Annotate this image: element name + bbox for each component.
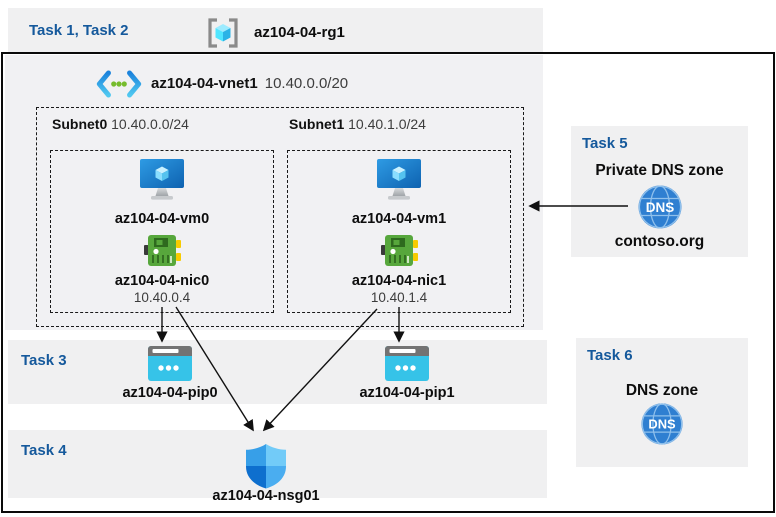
subnet1-box: az104-04-vm1 az104-04-nic1 10.40.1.4	[287, 150, 511, 313]
vm0-name: az104-04-vm0	[114, 211, 210, 227]
subnet0-name: Subnet0	[52, 116, 108, 132]
pip0-name: az104-04-pip0	[122, 385, 218, 401]
task6-label: Task 6	[587, 347, 633, 364]
vnet-title: az104-04-vnet1 10.40.0.0/20	[151, 75, 348, 93]
virtual-network-region	[5, 55, 543, 330]
resource-group-icon	[208, 18, 238, 48]
task5-private-dns-box: Task 5 Private DNS zone DNS contoso.org	[571, 126, 748, 257]
shield-icon	[246, 444, 286, 489]
private-dns-zone-name: contoso.org	[614, 233, 705, 250]
dns-icon-text: DNS	[648, 417, 676, 432]
subnet1-label: Subnet1 10.40.1.0/24	[289, 116, 426, 132]
nic0-name: az104-04-nic0	[114, 273, 210, 289]
resource-group-band: Task 1, Task 2 az104-04-rg1	[8, 8, 543, 52]
nic1-ip: 10.40.1.4	[370, 290, 428, 305]
dns-icon-text: DNS	[645, 200, 674, 215]
virtual-network-icon	[96, 70, 142, 98]
vm1-name: az104-04-vm1	[351, 211, 447, 227]
dns-zone-title: DNS zone	[625, 382, 699, 399]
vnet-name: az104-04-vnet1	[151, 75, 258, 92]
nic1-name: az104-04-nic1	[351, 273, 447, 289]
resource-group-name: az104-04-rg1	[254, 24, 345, 41]
task-1-2-label: Task 1, Task 2	[29, 22, 129, 39]
public-ip-icon	[385, 346, 429, 381]
task6-dns-zone-box: Task 6 DNS zone DNS	[576, 338, 748, 467]
virtual-network-header: az104-04-vnet1 10.40.0.0/20	[96, 70, 348, 98]
dns-globe-icon: DNS	[641, 403, 683, 445]
private-dns-zone-title: Private DNS zone	[595, 162, 724, 179]
network-interface-icon	[380, 235, 418, 266]
pip1-name: az104-04-pip1	[359, 385, 455, 401]
task3-public-ip-band: Task 3 az104-04-pip0 az104-04-pip1	[8, 340, 547, 404]
subnet1-name: Subnet1	[289, 116, 345, 132]
subnet0-cidr: 10.40.0.0/24	[111, 116, 189, 132]
vnet-cidr: 10.40.0.0/20	[264, 75, 349, 92]
task3-label: Task 3	[21, 352, 67, 369]
public-ip-icon	[148, 346, 192, 381]
task5-label: Task 5	[582, 135, 628, 152]
nsg-name: az104-04-nsg01	[212, 488, 320, 504]
nic0-ip: 10.40.0.4	[133, 290, 191, 305]
task4-nsg-band: Task 4 az104-04-nsg01	[8, 430, 547, 504]
subnet0-box: az104-04-vm0 az104-04-nic0 10.40.0.4	[50, 150, 274, 313]
virtual-machine-icon	[377, 159, 421, 200]
subnet1-cidr: 10.40.1.0/24	[348, 116, 426, 132]
task4-label: Task 4	[21, 442, 67, 459]
subnet0-label: Subnet0 10.40.0.0/24	[52, 116, 189, 132]
network-interface-icon	[143, 235, 181, 266]
virtual-machine-icon	[140, 159, 184, 200]
dns-globe-icon: DNS	[638, 185, 681, 229]
